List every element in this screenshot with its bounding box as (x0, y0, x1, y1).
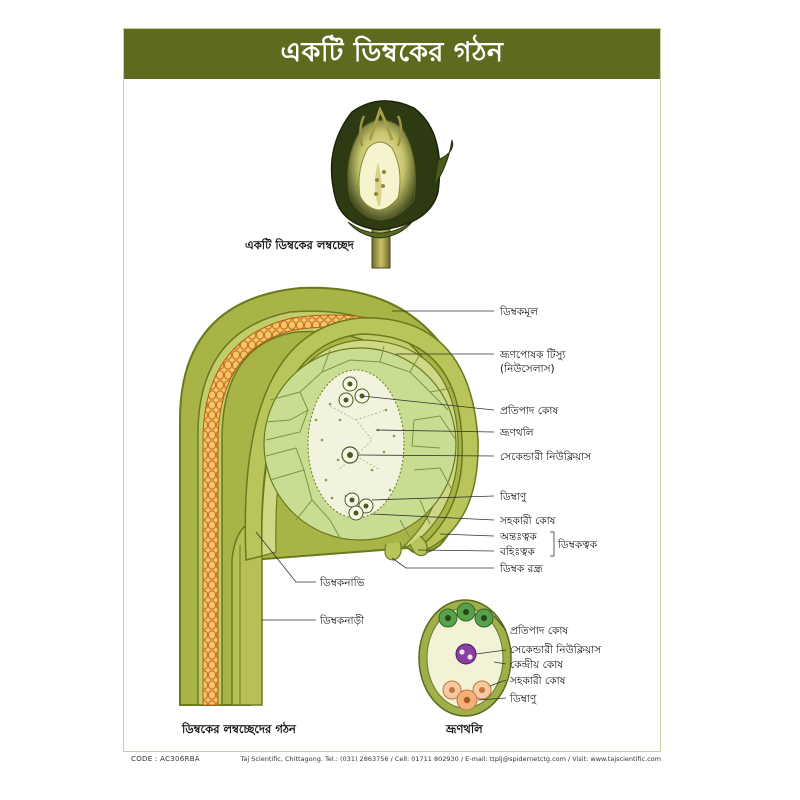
inset-label-synergid: সহকারী কোষ (509, 674, 567, 687)
contact-info: Taj Scientific, Chittagong. Tel.: (031) … (240, 755, 661, 763)
egg-apparatus (344, 492, 374, 521)
embryo-sac-inset (418, 599, 512, 717)
product-code: CODE : AC306RBA (131, 755, 200, 763)
page-title: একটি ডিম্বকের গঠন (280, 36, 504, 68)
label-secondary-nucleus: সেকেন্ডারী নিউক্লিয়াস (500, 450, 592, 463)
inset-label-secondary-nucleus: সেকেন্ডারী নিউক্লিয়াস (510, 643, 602, 656)
leader-lines (255, 310, 555, 621)
inset-label-egg: ডিম্বাণু (509, 692, 537, 705)
label-inner-integument: অন্তঃত্বক (499, 531, 537, 543)
label-outer-integument: বহিঃত্বক (499, 545, 535, 558)
inset-caption: ভ্রূণথলি (445, 721, 484, 736)
label-integument-body: ডিম্বকমূল (499, 305, 539, 318)
label-funiculus: ডিম্বকনাড়ী (319, 614, 365, 627)
main-caption: ডিম্বকের লম্বচ্ছেদের গঠন (181, 721, 297, 736)
label-embryo-sac: ভ্রূণথলি (499, 426, 535, 439)
label-hilum: ডিম্বকনাভি (319, 576, 366, 589)
inset-secondary-nucleus (455, 643, 477, 665)
inset-label-antipodal: প্রতিপাদ কোষ (510, 624, 569, 637)
label-nucellus-line1: ভ্রূণপোষক টিস্যু (499, 348, 566, 361)
label-synergid: সহকারী কোষ (499, 514, 557, 527)
label-integument-group: ডিম্বকত্বক (557, 538, 598, 551)
ovule-section (179, 286, 479, 706)
photo-caption: একটি ডিম্বকের লম্বচ্ছেদ (245, 237, 355, 252)
label-nucellus-line2: (নিউসেলাস) (500, 362, 555, 375)
inset-antipodal-cells (438, 602, 494, 628)
flower-bud-photo (330, 100, 454, 269)
inset-leader-lines (475, 615, 507, 701)
label-antipodal: প্রতিপাদ কোষ (500, 404, 559, 417)
title-bar: একটি ডিম্বকের গঠন (124, 29, 660, 79)
outer-integument (244, 317, 479, 561)
inset-egg-apparatus (442, 680, 492, 711)
label-micropyle: ডিম্বক রন্ধ্র (499, 562, 543, 575)
footer: CODE : AC306RBA Taj Scientific, Chittago… (131, 755, 661, 767)
label-egg: ডিম্বাণু (499, 490, 527, 503)
secondary-nucleus (341, 446, 359, 464)
inset-label-central: কেন্দ্রীয় কোষ (510, 658, 564, 671)
